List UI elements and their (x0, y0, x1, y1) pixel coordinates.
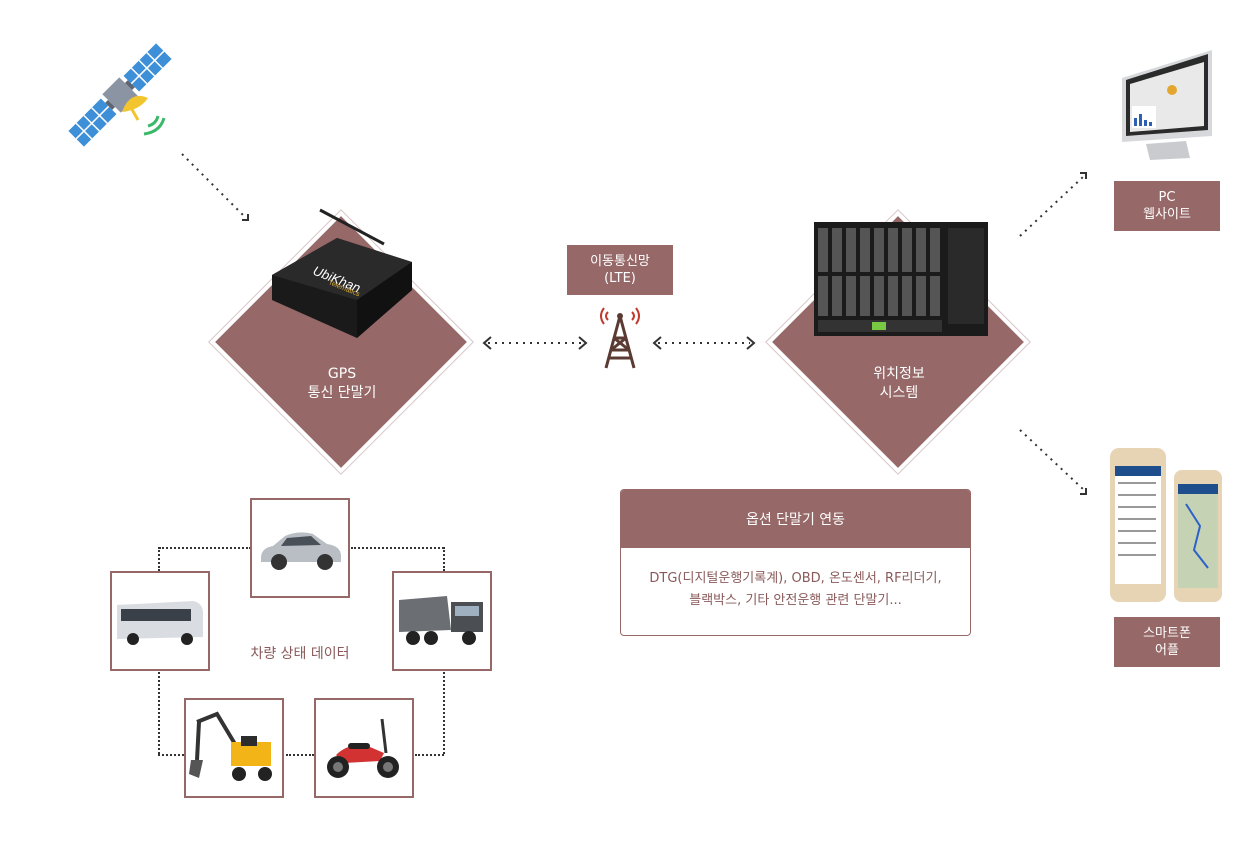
location-system-label: 위치정보 시스템 (873, 366, 925, 401)
gps-device-image: UbiKhan Telematics (272, 208, 412, 338)
vehicle-connector (415, 754, 444, 756)
pc-label: PC 웹사이트 (1114, 181, 1220, 231)
vehicle-connector (443, 672, 445, 754)
vehicle-connector (351, 547, 444, 549)
antenna-tower-icon (600, 307, 640, 369)
pc-monitor-image (1122, 50, 1212, 160)
vehicle-data-label: 차량 상태 데이터 (250, 646, 350, 662)
vehicle-connector (443, 547, 445, 571)
excavator-icon (189, 711, 272, 781)
vehicle-connector (158, 672, 160, 754)
bus-icon (117, 601, 203, 645)
scooter-icon (327, 718, 399, 778)
excavator-thumbnail (184, 698, 284, 798)
network-label: 이동통신망 (LTE) (567, 245, 673, 295)
system-to-phone-arrow (1019, 429, 1087, 495)
vehicle-connector (286, 754, 314, 756)
smartphone-label: 스마트폰 어플 (1114, 617, 1220, 667)
bus-thumbnail (110, 571, 210, 671)
dump-truck-icon (399, 596, 483, 645)
dump-truck-thumbnail (392, 571, 492, 671)
vehicle-connector (159, 547, 251, 549)
satellite-to-gps-arrow (181, 153, 249, 221)
gps-label: GPS 통신 단말기 (307, 366, 377, 401)
tower-to-system-arrow (652, 336, 756, 350)
option-body: DTG(디지털운행기록계), OBD, 온도센서, RF리더기, 블랙박스, 기… (649, 571, 942, 608)
smartphone-image (1110, 448, 1222, 602)
vehicle-connector (158, 754, 184, 756)
system-to-pc-arrow (1019, 172, 1087, 237)
car-thumbnail (250, 498, 350, 598)
scooter-thumbnail (314, 698, 414, 798)
gps-to-tower-arrow (482, 336, 588, 350)
server-rack-image (814, 222, 988, 336)
vehicle-connector (158, 547, 160, 571)
option-title: 옵션 단말기 연동 (621, 490, 970, 548)
satellite-icon (68, 43, 172, 147)
option-devices-card: 옵션 단말기 연동 DTG(디지털운행기록계), OBD, 온도센서, RF리더… (620, 489, 971, 636)
car-icon (261, 532, 341, 570)
